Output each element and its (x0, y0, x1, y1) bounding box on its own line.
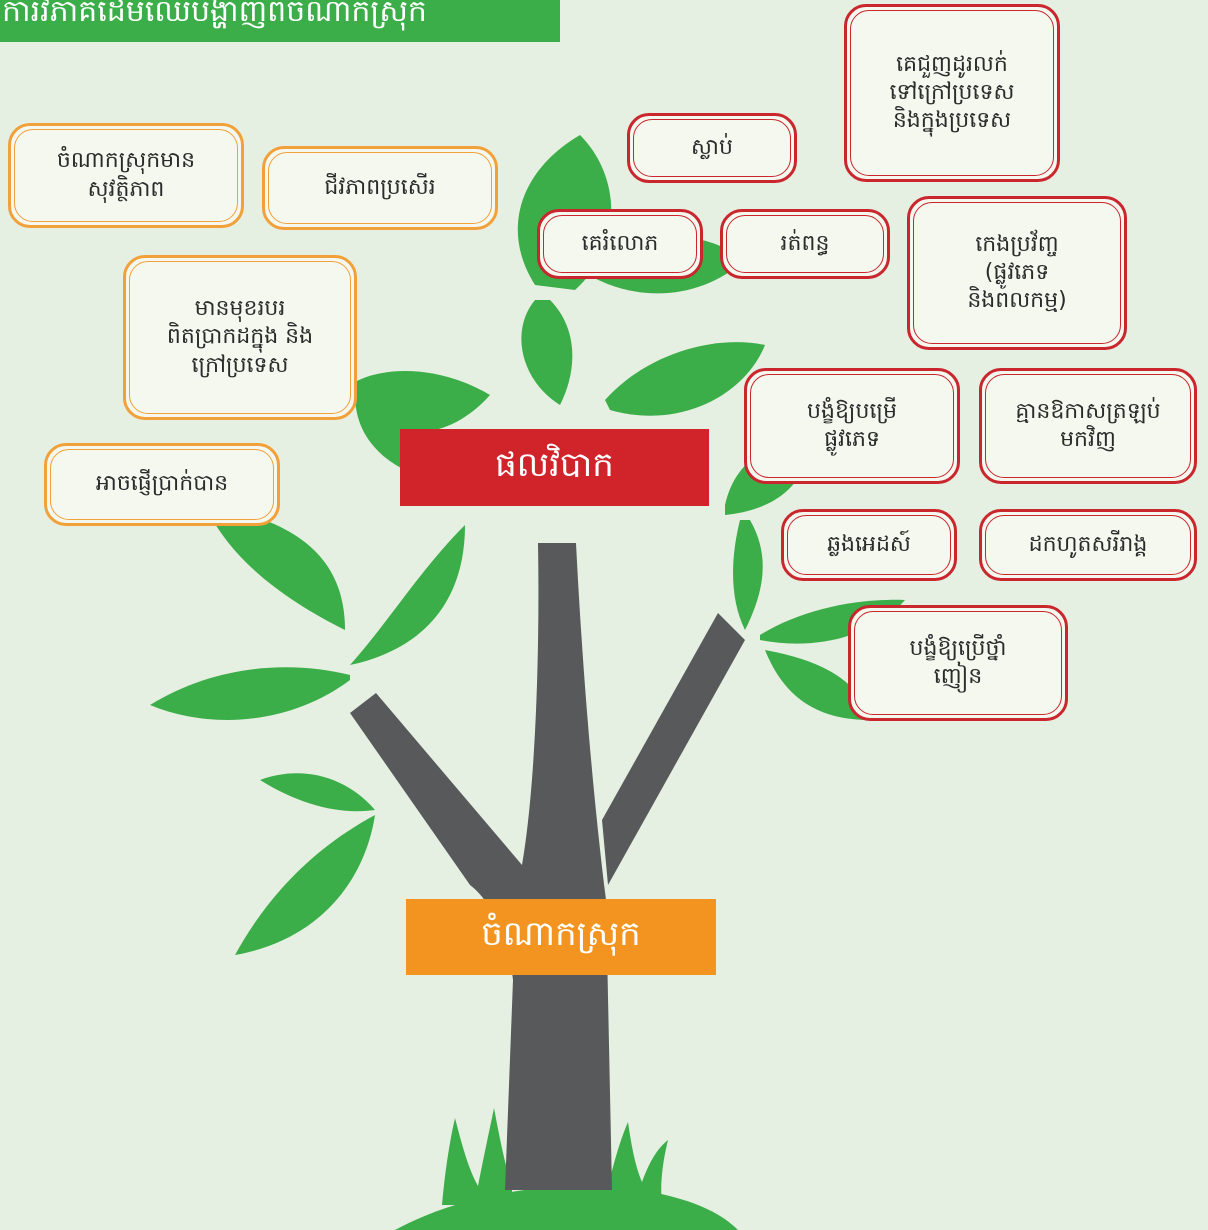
positive-effect-box: ជីវភាពប្រសើរ (262, 146, 498, 230)
leaf (260, 773, 375, 812)
positive-effect-box: អាចផ្ញើប្រាក់បាន (44, 443, 280, 526)
grass-tuft (605, 1122, 668, 1205)
positive-effect-box: ចំណាកស្រុកមាន សុវត្ថិភាព (8, 123, 244, 228)
negative-effect-box: ស្លាប់ (627, 113, 797, 183)
diagram-title: ការវិភាគដើមឈើបង្ហាញពីចំណាកស្រុក (0, 0, 560, 42)
negative-effect-box: ដកហូតសរីរាង្គ (979, 509, 1197, 581)
negative-effect-box: បង្ខំឱ្យបម្រើ ផ្លូវភេទ (744, 368, 960, 484)
source-label: ចំណាកស្រុក (406, 899, 716, 975)
leaf (733, 520, 763, 630)
negative-effect-box: បង្ខំឱ្យប្រើថ្នាំ ញៀន (848, 605, 1068, 721)
effects-label: ផលវិបាក (400, 429, 709, 506)
negative-effect-box: កេងប្រវ័ញ្ច (ផ្លូវភេទ និងពលកម្ម) (907, 196, 1127, 350)
tree-branch-right (602, 613, 745, 885)
tree-trunk (350, 543, 612, 1190)
negative-effect-box: ឆ្លងអេដស៍ (781, 509, 957, 581)
leaf (350, 525, 465, 665)
negative-effect-box: គេរំលោភ (537, 209, 703, 279)
leaf (355, 395, 405, 470)
leaf (605, 342, 765, 416)
negative-effect-box: គេជួញដូរលក់ ទៅក្រៅប្រទេស និងក្នុងប្រទេស (844, 4, 1060, 182)
leaf (150, 667, 350, 720)
positive-effect-box: មានមុខរបរ ពិតប្រាកដក្នុង និង ក្រៅប្រទេស (123, 255, 357, 420)
leaf (205, 505, 345, 630)
grass-tuft (442, 1108, 512, 1205)
leaf (235, 815, 375, 955)
leaf (765, 650, 870, 720)
leaf (521, 300, 573, 405)
negative-effect-box: គ្មានឱកាសត្រឡប់ មកវិញ (979, 368, 1197, 484)
negative-effect-box: រត់ពន្ធ (720, 209, 890, 279)
